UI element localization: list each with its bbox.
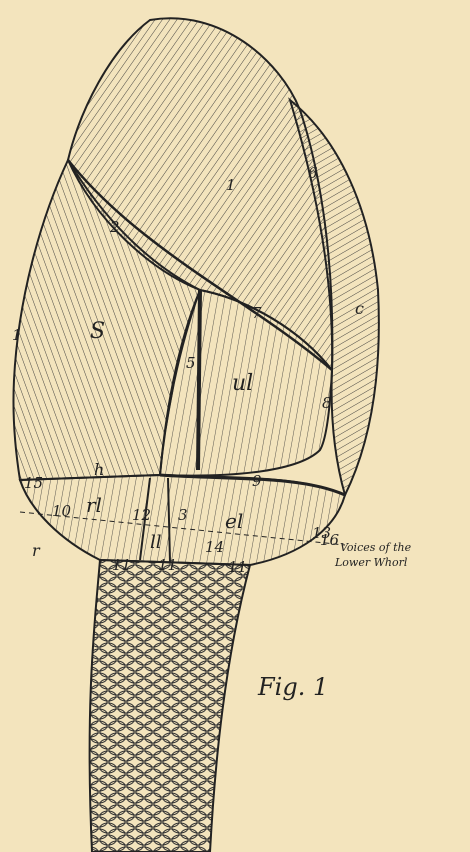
label-8: 8: [322, 394, 332, 412]
label-rl: rl: [86, 493, 102, 517]
annotation-line-1: Voices of the: [340, 541, 412, 554]
label-15: 15: [24, 474, 43, 492]
label-s: S: [90, 319, 105, 344]
label-1: 1: [226, 176, 236, 194]
midline-5: [198, 290, 200, 470]
label-r: r: [32, 541, 41, 560]
label-10: 10: [52, 502, 72, 520]
label-ul: ul: [232, 371, 253, 396]
label-ll: ll: [150, 532, 162, 553]
label-7: 7: [252, 304, 262, 322]
label-11a: 11: [112, 556, 131, 574]
figure-caption: Fig. 1: [257, 673, 328, 701]
label-14: 14: [205, 538, 224, 556]
label-2: 2: [109, 218, 120, 236]
label-left-1: 1: [12, 326, 22, 344]
label-12: 12: [132, 506, 151, 524]
flower-stalk: [90, 560, 250, 852]
label-16: 16: [320, 531, 340, 549]
label-el: el: [225, 509, 243, 533]
annotation-line-2: Lower Whorl: [334, 556, 408, 569]
label-5: 5: [186, 354, 196, 372]
label-9: 9: [252, 472, 262, 490]
label-3: 3: [178, 506, 188, 524]
label-11c: 11: [228, 558, 247, 576]
label-11b: 11: [158, 556, 177, 574]
label-c: c: [355, 299, 364, 318]
label-h: h: [94, 460, 104, 479]
label-6: 6: [308, 164, 318, 182]
